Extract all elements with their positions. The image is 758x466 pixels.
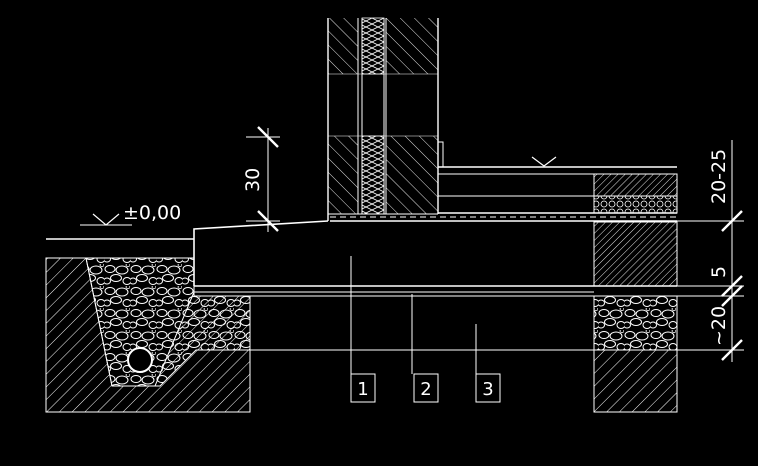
callout-leaders — [350, 256, 477, 374]
dimension-gap-label: 5 — [708, 266, 730, 278]
callout-2: 2 — [413, 373, 439, 403]
svg-text:3: 3 — [482, 379, 493, 400]
callout-1: 1 — [350, 373, 376, 403]
floor-layers — [330, 166, 677, 222]
level-label: ±0,00 — [123, 202, 181, 224]
callout-3: 3 — [475, 373, 501, 403]
gravel-right — [593, 295, 678, 351]
foundation-slab — [193, 220, 677, 351]
svg-text:1: 1 — [357, 379, 368, 400]
drainage-pipe-icon — [127, 347, 153, 373]
floor-screed-right — [593, 173, 678, 197]
level-marker-icon — [80, 213, 132, 226]
foundation-wall-right — [593, 221, 678, 287]
wall-section — [327, 17, 444, 221]
svg-text:2: 2 — [420, 379, 431, 400]
dimension-chain-right — [677, 140, 744, 362]
dimension-gravel-label: ~20 — [708, 306, 730, 346]
level-marker-floor-icon — [531, 156, 557, 167]
soil-right — [593, 349, 678, 413]
dimension-plinth-label: 30 — [242, 168, 264, 192]
dimension-plinth — [246, 126, 280, 232]
dimension-floor-label: 20-25 — [708, 149, 730, 204]
floor-insulation-right — [593, 195, 678, 214]
